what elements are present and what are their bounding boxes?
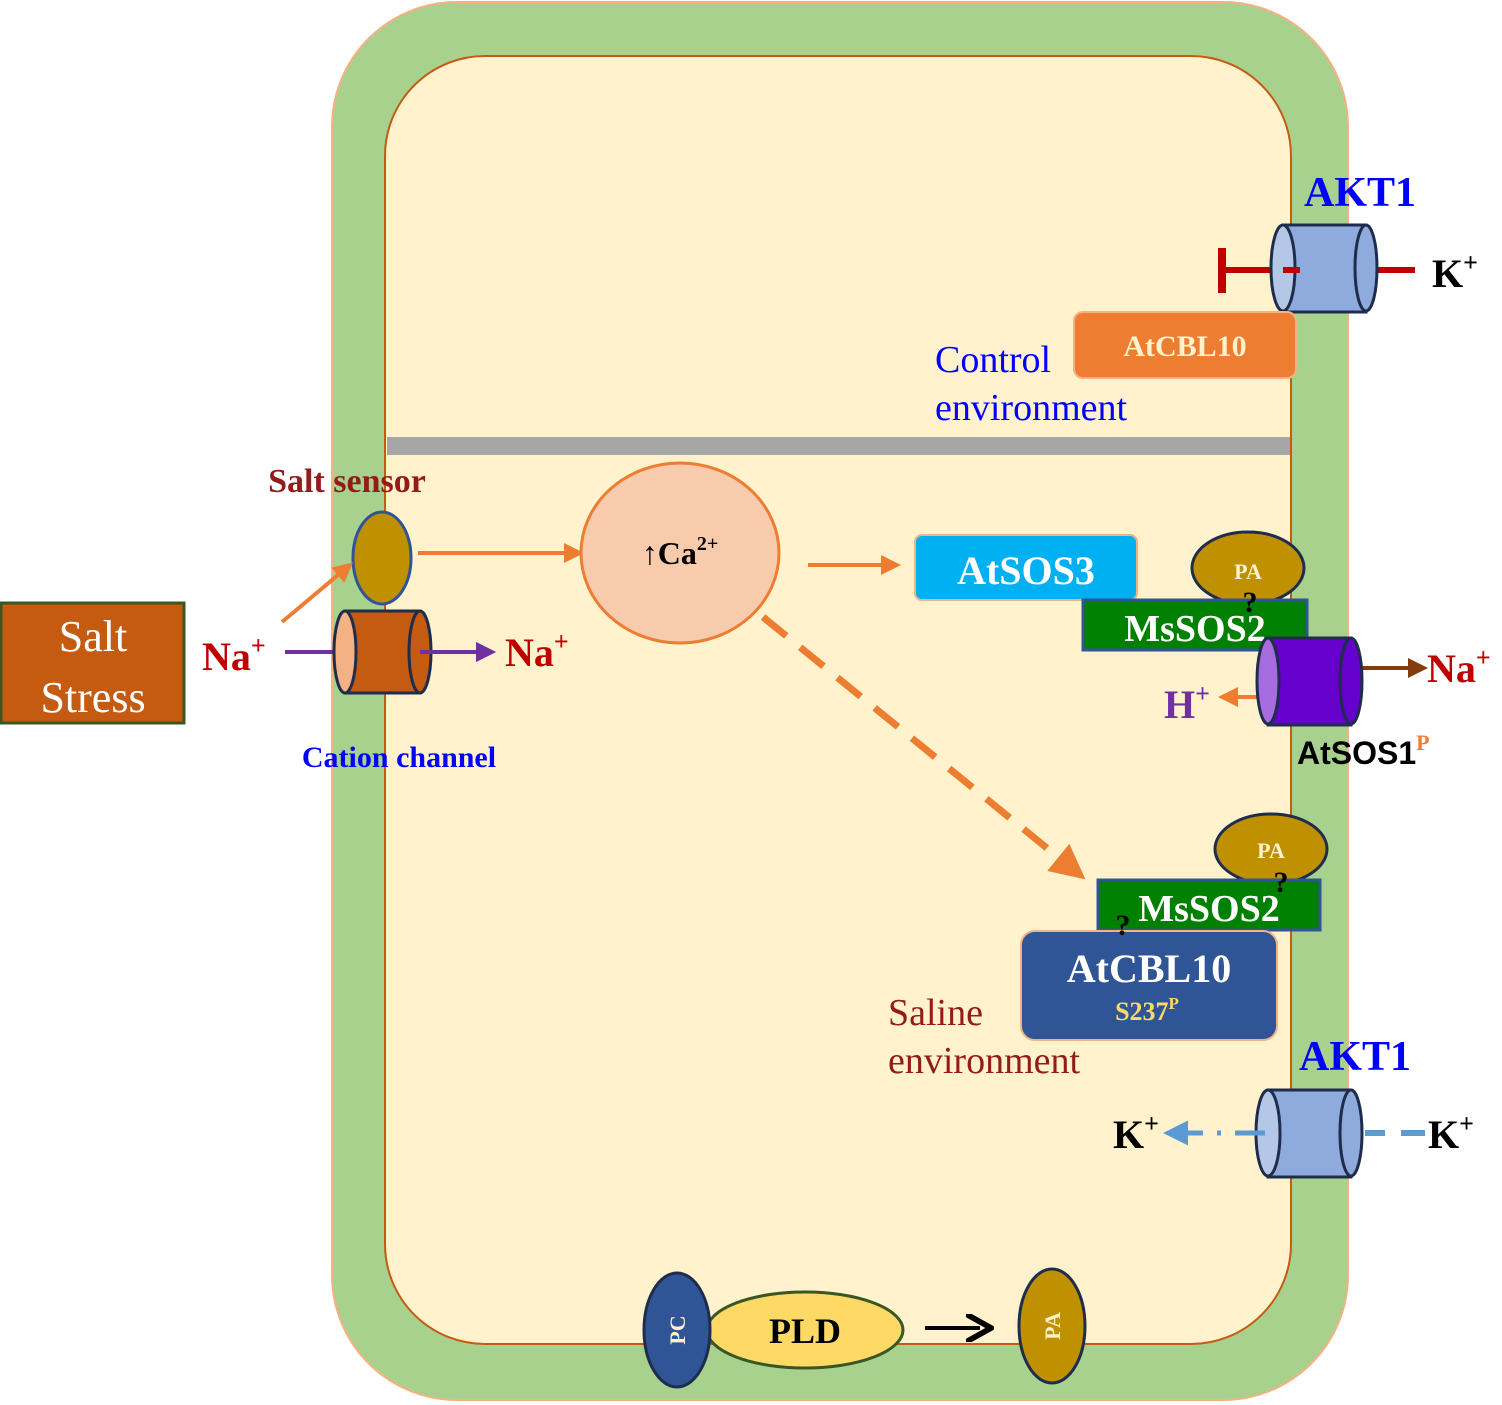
atsos1-transporter [1255, 636, 1364, 727]
saline-environment-label-2: environment [888, 1040, 1081, 1082]
atcbl10-control-label: AtCBL10 [1123, 330, 1246, 363]
control-environment-label-1: Control [935, 339, 1051, 381]
na-ion-efflux: Na+ [1427, 643, 1491, 691]
h-ion: H+ [1164, 679, 1210, 727]
atsos3-label: AtSOS3 [957, 548, 1095, 593]
pc-lipid [642, 1271, 712, 1389]
calcium-label: ↑Ca2+ [642, 533, 719, 571]
salt-stress-box [0, 601, 186, 725]
atsos1-label: AtSOS1P [1297, 730, 1430, 771]
pld-label: PLD [769, 1311, 841, 1351]
akt1-saline-channel [1254, 1088, 1364, 1179]
mssos2-lower-label: MsSOS2 [1138, 888, 1279, 930]
k-ion-outside: K+ [1428, 1109, 1474, 1157]
akt1-control-channel [1269, 223, 1379, 314]
pa-upper-label: PA [1234, 559, 1262, 584]
pa-lower-label: PA [1257, 838, 1285, 863]
calcium-signal [579, 461, 781, 645]
atcbl10-saline-label: AtCBL10 [1067, 946, 1231, 991]
akt1-control-label: AKT1 [1304, 170, 1416, 216]
question-mark-lower-left: ? [1116, 909, 1131, 942]
question-mark-lower-right: ? [1274, 866, 1289, 899]
cytoplasm [384, 55, 1292, 1345]
cation-channel-label: Cation channel [302, 741, 496, 774]
question-mark-upper: ? [1243, 586, 1258, 619]
pc-label: PC [665, 1315, 690, 1344]
na-ion-inside: Na+ [505, 627, 569, 675]
s237-label: S237P [1115, 994, 1179, 1026]
mssos2-upper-label: MsSOS2 [1124, 608, 1265, 650]
salt-stress-label-2: Stress [40, 673, 145, 722]
salt-sensor-label: Salt sensor [268, 463, 426, 500]
control-environment-label-2: environment [935, 387, 1128, 429]
salt-sensor [351, 510, 413, 606]
mssos2-lower-box [1096, 878, 1322, 932]
pa-product [1017, 1267, 1087, 1385]
na-to-sensor-arrow [280, 562, 354, 624]
akt1-saline-label: AKT1 [1299, 1034, 1411, 1080]
atcbl10-control-box [1073, 311, 1297, 379]
cation-channel [332, 609, 433, 695]
na-ion-outside: Na+ [202, 631, 266, 679]
atsos3-box [914, 534, 1138, 601]
salt-stress-label-1: Salt [59, 612, 127, 661]
saline-environment-label-1: Saline [888, 992, 983, 1034]
calcium-to-saline-complex-arrow [760, 614, 1086, 880]
environment-divider [387, 437, 1290, 455]
pa-product-label: PA [1040, 1312, 1065, 1340]
k-ion-inside: K+ [1113, 1109, 1159, 1157]
atcbl10-saline-box [1020, 930, 1278, 1041]
k-ion-control: K+ [1432, 248, 1478, 296]
